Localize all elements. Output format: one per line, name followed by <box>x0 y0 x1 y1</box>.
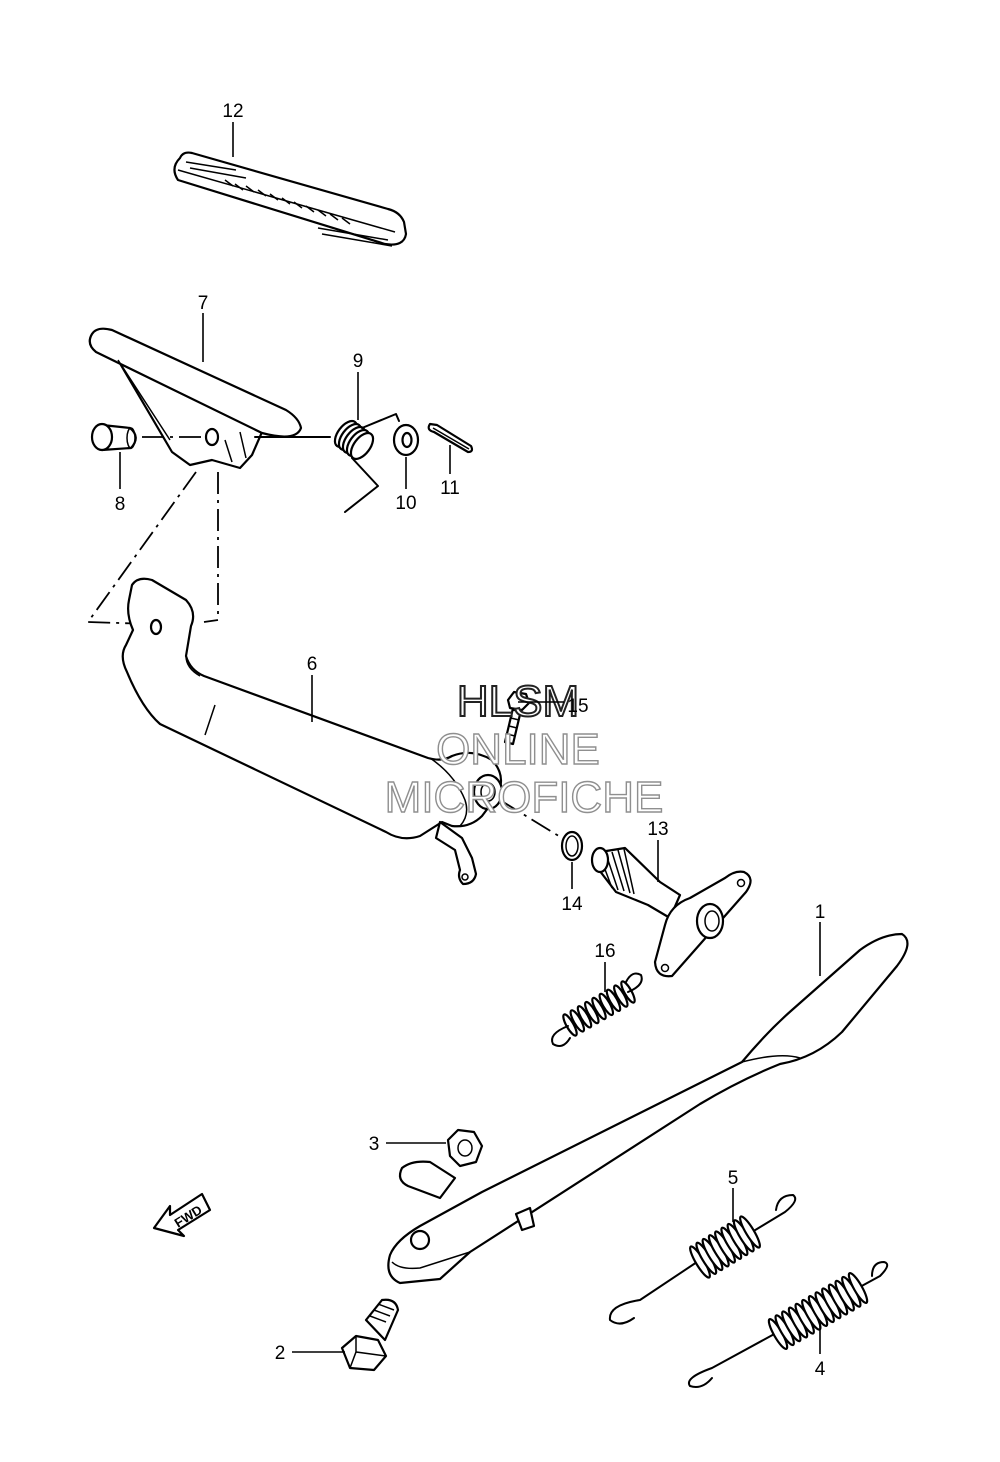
spring-coil <box>847 1272 869 1304</box>
callout-9: 9 <box>353 351 364 372</box>
callout-10: 10 <box>395 493 416 514</box>
watermark: HLSM ONLINE MICROFICHE <box>384 676 664 823</box>
callout-14: 14 <box>561 894 583 915</box>
spring-coil <box>576 1005 593 1029</box>
part-3-nut <box>446 1128 484 1168</box>
part-9-return-spring <box>333 413 400 513</box>
spring-coil <box>569 1009 586 1033</box>
callout-3: 3 <box>369 1134 380 1155</box>
part-5-stand-spring <box>608 1194 797 1325</box>
shaft-axis-line <box>499 799 563 839</box>
forward-direction-arrow: FWD <box>152 1192 212 1238</box>
callout-4: 4 <box>815 1359 826 1380</box>
part-2-pivot-bolt <box>340 1298 400 1372</box>
callout-6: 6 <box>307 654 318 675</box>
callout-2: 2 <box>275 1343 286 1364</box>
spring-coil <box>739 1215 761 1249</box>
spring-coil <box>605 988 622 1012</box>
spring-coil <box>584 1000 600 1025</box>
part-6-brake-pedal-arm <box>121 577 504 886</box>
part-8-clevis-pin <box>90 422 137 452</box>
part-11-cotter-pin <box>427 422 474 454</box>
callout-8: 8 <box>115 494 126 515</box>
watermark-line-2: ONLINE <box>436 725 600 774</box>
part-7-pedal-pad <box>88 327 303 470</box>
callout-1: 1 <box>815 902 826 923</box>
callout-7: 7 <box>198 293 209 314</box>
part-10-washer <box>392 423 420 457</box>
part-12-footrest-rubber <box>173 151 408 247</box>
assembly-line-right <box>203 472 219 623</box>
callout-11: 11 <box>440 478 460 499</box>
spring-coil <box>591 996 607 1021</box>
part-14-o-ring <box>560 830 584 862</box>
callout-13: 13 <box>647 819 668 840</box>
callout-5: 5 <box>728 1168 739 1189</box>
spring-coil <box>598 992 615 1017</box>
part-4-stand-spring <box>688 1261 889 1388</box>
callout-numbers: 1 2 3 4 5 6 7 8 9 10 11 12 13 14 15 16 <box>115 101 826 1380</box>
leader-lines <box>119 122 821 1354</box>
spring-coil <box>613 984 629 1008</box>
callout-12: 12 <box>222 101 243 122</box>
callout-16: 16 <box>594 941 615 962</box>
callout-15: 15 <box>567 696 588 717</box>
assembly-line-left <box>86 471 197 625</box>
watermark-line-3: MICROFICHE <box>385 773 664 822</box>
part-13-pedal-shaft <box>590 846 752 978</box>
part-16-spring <box>551 972 643 1047</box>
part-15-bolt <box>503 690 531 746</box>
part-1-side-stand <box>387 932 909 1285</box>
